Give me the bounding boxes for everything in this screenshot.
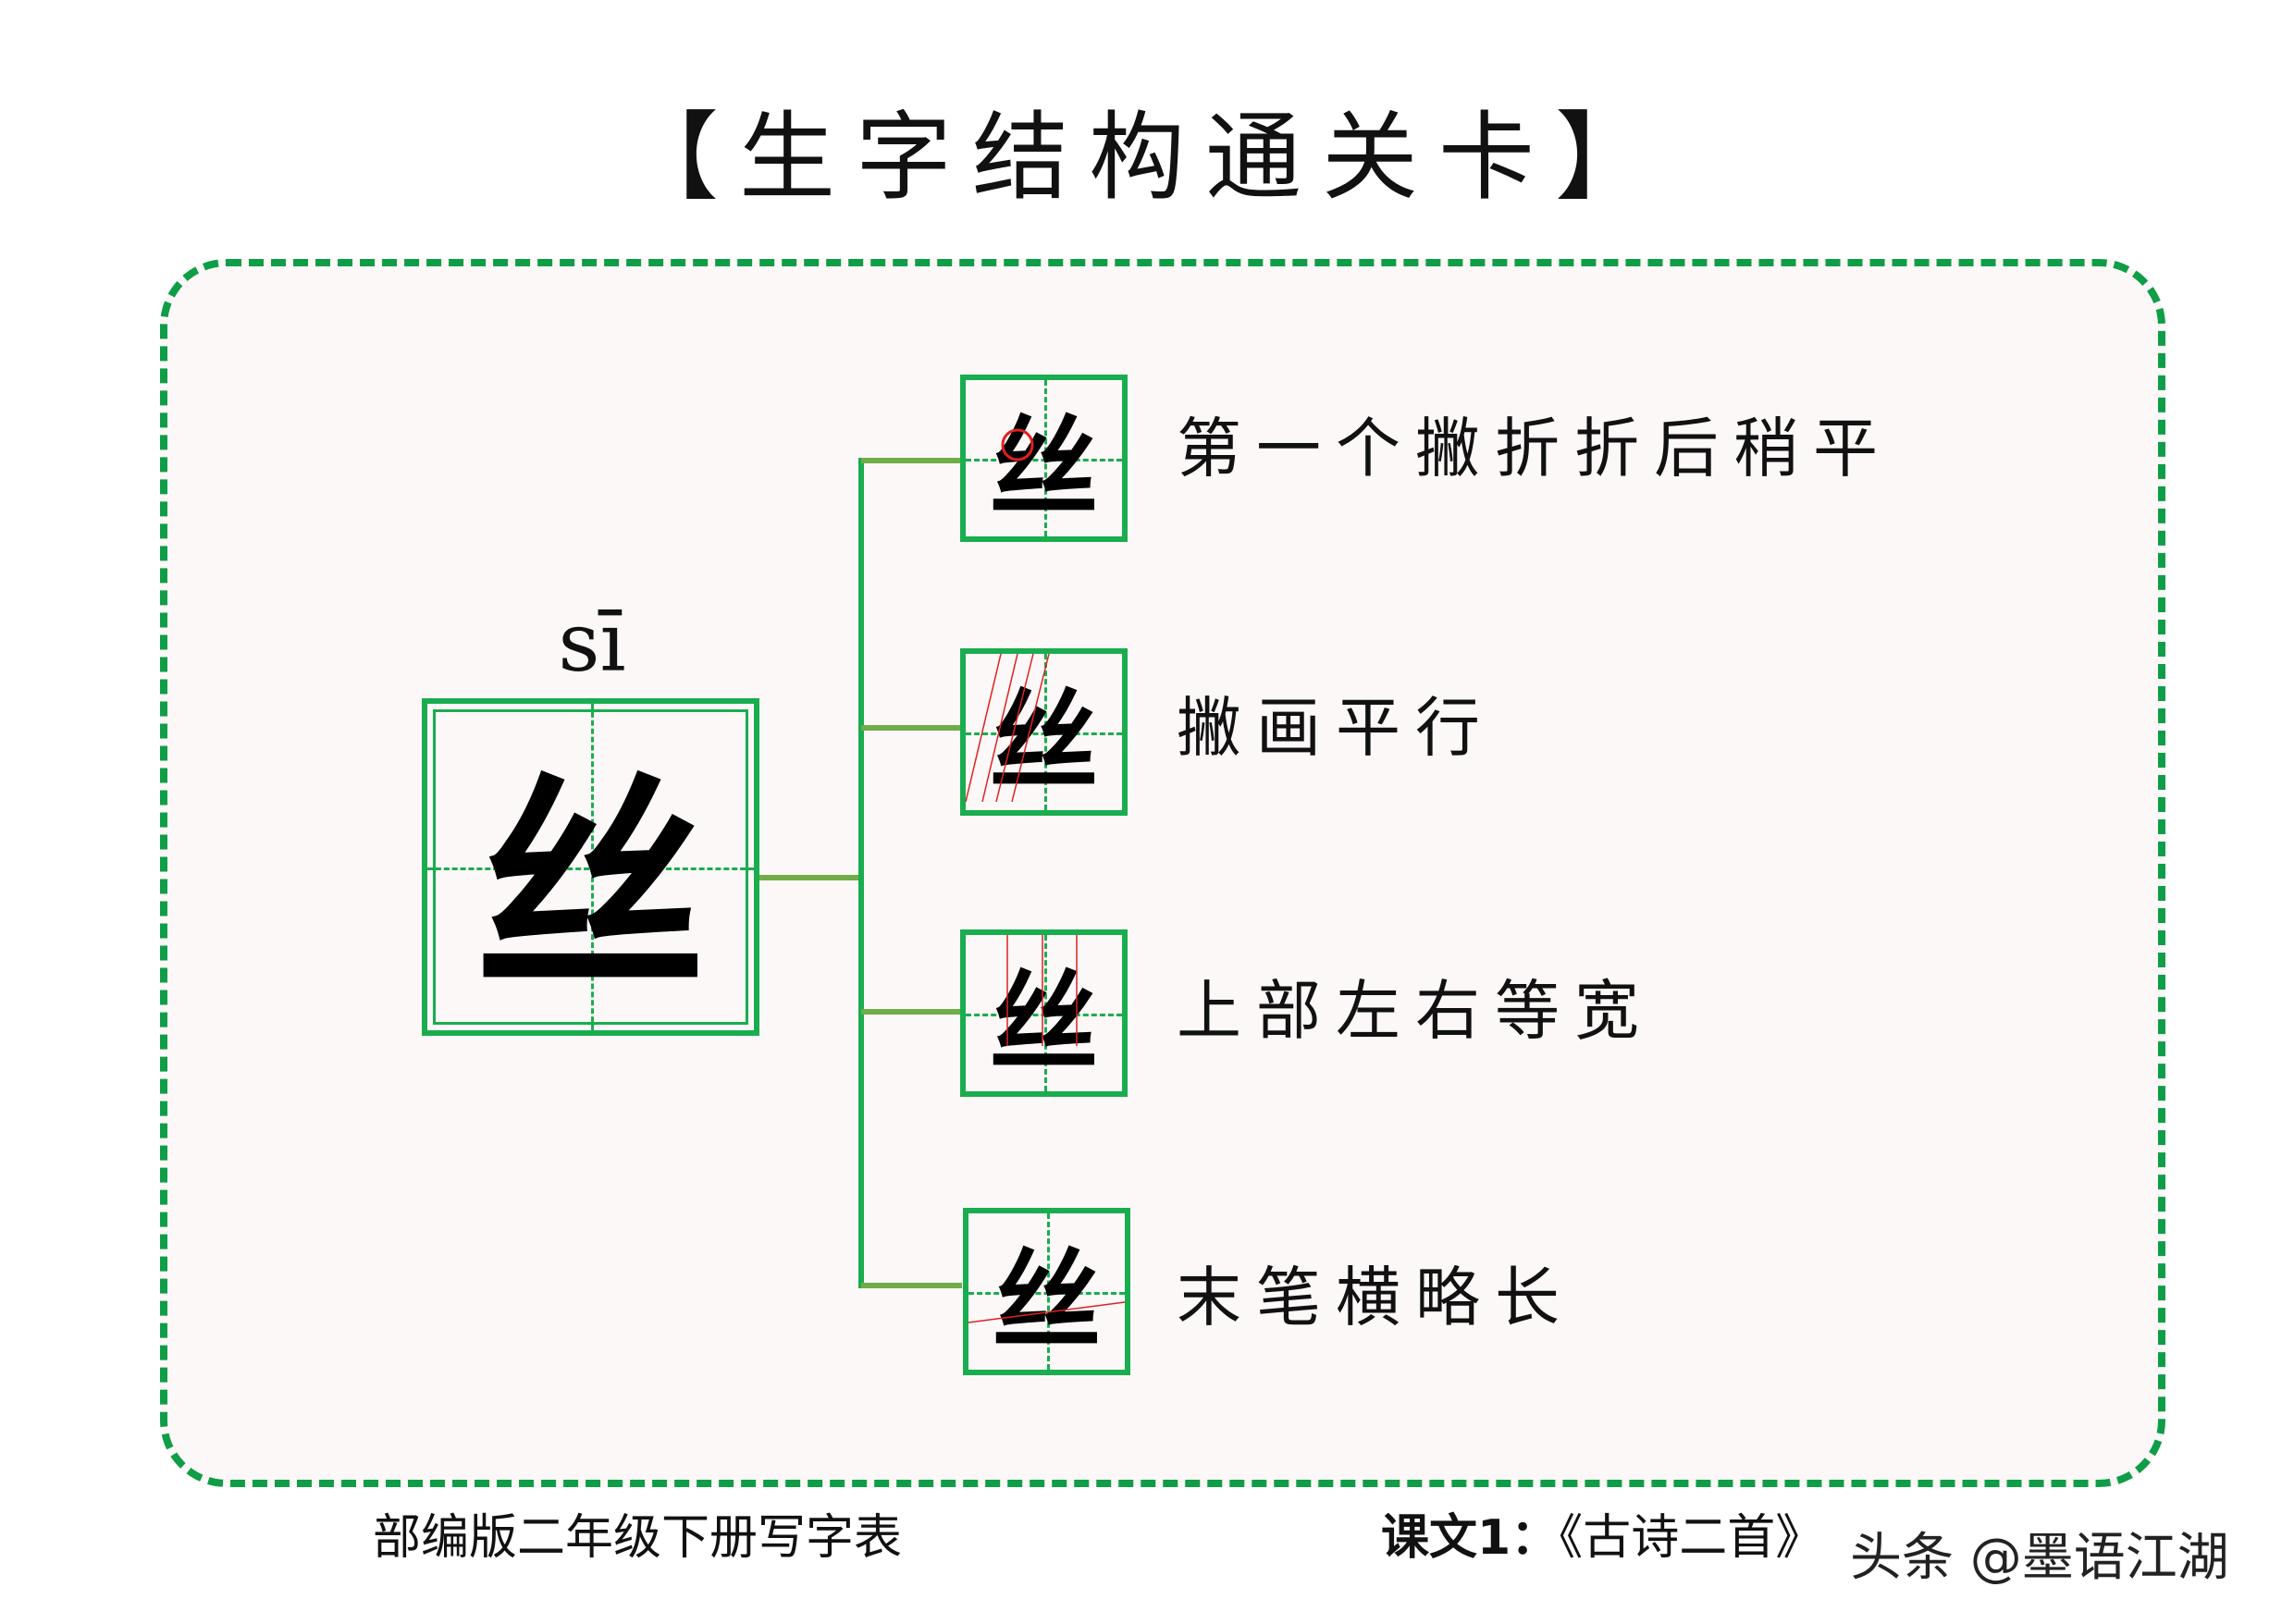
connector-branch-1 [861,458,962,463]
watermark: 头条 @墨语江湖 [1850,1528,2229,1588]
connector-branch-2 [861,725,962,731]
dashed-card [160,259,2165,1487]
connector-main [759,875,861,880]
vertical-lines-mark [1006,935,1078,1046]
parallel-lines-mark [965,653,1050,803]
tip-grid-3: 丝 [960,929,1128,1097]
horizontal-guide [966,1013,1122,1016]
main-character: 丝 [475,750,707,1023]
tip-label-2: 撇画平行 [1177,690,1495,766]
tip-label-3: 上部左右等宽 [1177,973,1654,1049]
connector-trunk [858,458,864,1288]
connector-branch-3 [861,1009,962,1015]
red-circle-mark [1001,428,1034,461]
horizontal-guide [966,458,1122,461]
horizontal-line-mark [968,1301,1126,1323]
horizontal-guide [968,1291,1125,1295]
page-title: 【生字结构通关卡】 [622,101,1671,214]
pinyin: sī [558,595,626,690]
lesson-title: 《古诗二首》 [1559,1510,1824,1566]
tip-grid-1: 丝 [960,375,1128,542]
tip-grid-2: 丝 [960,648,1128,816]
horizontal-guide [966,732,1122,735]
tip-character: 丝 [992,1236,1102,1365]
main-character-grid: 丝 [422,698,759,1036]
horizontal-guide [427,867,754,870]
tip-label-1: 第一个撇折折后稍平 [1177,411,1893,486]
tip-character: 丝 [989,403,1099,532]
tip-grid-4: 丝 [963,1208,1130,1375]
lesson-label: 课文1： [1381,1510,1560,1566]
tip-label-4: 末笔横略长 [1177,1260,1574,1335]
footer-left: 部编版二年级下册写字表 [373,1510,903,1566]
connector-branch-4 [861,1283,962,1288]
footer-lesson: 课文1：《古诗二首》 [1381,1506,1823,1570]
